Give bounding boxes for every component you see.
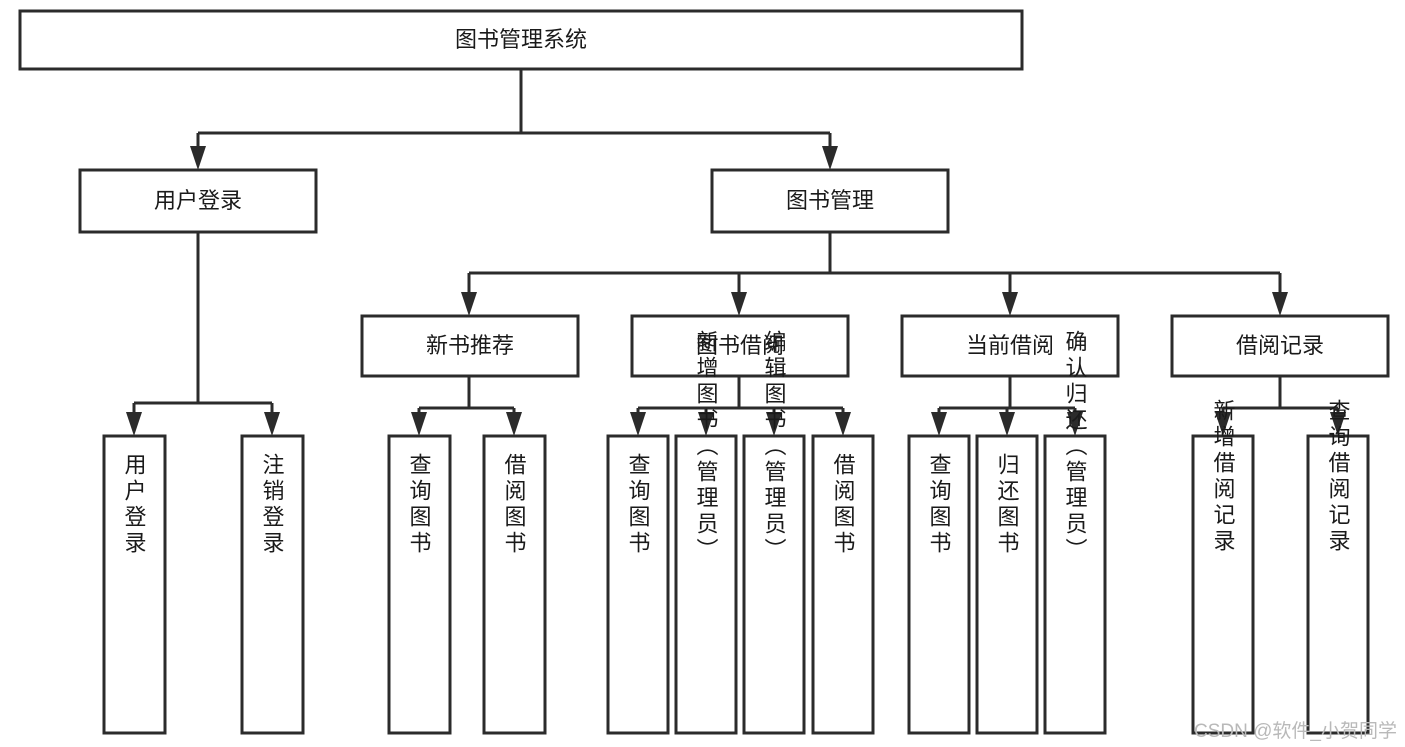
leaf-bb-add-book-admin[interactable]: 新增图书（管理员）: [674, 330, 738, 735]
node-borrow-record-label: 借阅记录: [1236, 333, 1324, 358]
leaf-logout[interactable]: 注销登录: [240, 434, 305, 735]
node-book-manage-label: 图书管理: [786, 188, 874, 213]
arrowhead-br-leaf-2: [1330, 412, 1346, 436]
connectors-borrow-record-to-leaves: [1215, 376, 1346, 436]
connectors-book-manage-to-level3: [461, 232, 1288, 316]
arrowhead-book-borrow: [731, 292, 747, 316]
node-root-system-label: 图书管理系统: [455, 27, 587, 52]
leaf-nb-borrow-book-box[interactable]: [482, 434, 547, 735]
node-root-system-box[interactable]: [18, 9, 1024, 71]
arrowhead-br-leaf-1: [1215, 412, 1231, 436]
node-borrow-record-box[interactable]: [1170, 314, 1390, 378]
leaf-bb-add-book-admin-box[interactable]: [674, 434, 738, 735]
leaf-nb-query-book-box[interactable]: [387, 434, 452, 735]
node-current-borrow[interactable]: 当前借阅: [900, 314, 1120, 378]
node-book-manage[interactable]: 图书管理: [710, 168, 950, 234]
arrowhead-borrow-record: [1272, 292, 1288, 316]
node-current-borrow-label: 当前借阅: [966, 333, 1054, 358]
leaf-bb-query-book[interactable]: 查询图书: [606, 434, 670, 735]
leaf-bb-query-book-label: 查询图书: [626, 453, 651, 557]
leaf-bb-query-book-box[interactable]: [606, 434, 670, 735]
leaf-bb-add-book-admin-label: 新增图书（管理员）: [694, 330, 719, 564]
connectors-new-book-to-leaves: [411, 376, 522, 436]
leaf-bb-edit-book-admin[interactable]: 编辑图书（管理员）: [742, 330, 806, 735]
arrowhead-bb-leaf-4: [835, 412, 851, 436]
leaf-user-login-box[interactable]: [102, 434, 167, 735]
arrowhead-cb-leaf-3: [1067, 412, 1083, 436]
leaf-cb-confirm-return-admin-label: 确认归还（管理员）: [1063, 330, 1088, 564]
node-new-book-recommend[interactable]: 新书推荐: [360, 314, 580, 378]
arrowhead-cb-leaf-2: [999, 412, 1015, 436]
leaf-br-query-record-label: 查询借阅记录: [1326, 399, 1351, 555]
node-book-borrow[interactable]: 图书借阅: [630, 314, 850, 378]
leaf-br-add-record-label: 新增借阅记录: [1211, 399, 1236, 555]
leaf-cb-return-book[interactable]: 归还图书: [975, 434, 1039, 735]
leaf-cb-return-book-box[interactable]: [975, 434, 1039, 735]
arrowhead-new-book: [461, 292, 477, 316]
leaf-bb-borrow-book[interactable]: 借阅图书: [811, 434, 875, 735]
node-user-login[interactable]: 用户登录: [78, 168, 318, 234]
leaf-bb-borrow-book-label: 借阅图书: [831, 453, 856, 557]
leaf-nb-borrow-book[interactable]: 借阅图书: [482, 434, 547, 735]
arrowhead-leaf-user-login: [126, 412, 142, 436]
leaf-cb-query-book-label: 查询图书: [927, 453, 952, 557]
node-new-book-recommend-box[interactable]: [360, 314, 580, 378]
arrowhead-cb-leaf-1: [931, 412, 947, 436]
node-new-book-recommend-label: 新书推荐: [426, 333, 514, 358]
leaf-br-query-record-box[interactable]: [1306, 434, 1370, 735]
connectors-current-borrow-to-leaves: [931, 376, 1083, 436]
leaf-cb-return-book-label: 归还图书: [995, 453, 1020, 557]
leaf-cb-query-book-box[interactable]: [907, 434, 971, 735]
leaf-nb-query-book-label: 查询图书: [407, 453, 432, 557]
arrowhead-nb-leaf-1: [411, 412, 427, 436]
node-book-borrow-box[interactable]: [630, 314, 850, 378]
leaf-bb-edit-book-admin-label: 编辑图书（管理员）: [762, 330, 787, 564]
node-book-manage-box[interactable]: [710, 168, 950, 234]
leaf-user-login-label: 用户登录: [122, 453, 147, 557]
arrowhead-bb-leaf-1: [630, 412, 646, 436]
node-borrow-record[interactable]: 借阅记录: [1170, 314, 1390, 378]
arrowhead-leaf-logout: [264, 412, 280, 436]
leaf-br-add-record-box[interactable]: [1191, 434, 1255, 735]
leaf-logout-label: 注销登录: [260, 453, 285, 557]
leaf-logout-box[interactable]: [240, 434, 305, 735]
leaf-cb-query-book[interactable]: 查询图书: [907, 434, 971, 735]
arrowhead-bb-leaf-2: [698, 412, 714, 436]
leaf-bb-edit-book-admin-box[interactable]: [742, 434, 806, 735]
node-user-login-box[interactable]: [78, 168, 318, 234]
node-current-borrow-box[interactable]: [900, 314, 1120, 378]
leaf-nb-borrow-book-label: 借阅图书: [502, 453, 527, 557]
leaf-bb-borrow-book-box[interactable]: [811, 434, 875, 735]
leaf-nb-query-book[interactable]: 查询图书: [387, 434, 452, 735]
connectors-root-to-level2: [190, 69, 838, 170]
leaf-cb-confirm-return-admin-box[interactable]: [1043, 434, 1107, 735]
leaf-br-query-record[interactable]: 查询借阅记录: [1306, 399, 1370, 735]
leaf-br-add-record[interactable]: 新增借阅记录: [1191, 399, 1255, 735]
node-user-login-label: 用户登录: [154, 188, 242, 213]
arrowhead-bb-leaf-3: [766, 412, 782, 436]
node-root-system[interactable]: 图书管理系统: [18, 9, 1024, 71]
leaf-user-login[interactable]: 用户登录: [102, 434, 167, 735]
connectors-user-login-to-leaves: [126, 232, 280, 436]
leaf-cb-confirm-return-admin[interactable]: 确认归还（管理员）: [1043, 330, 1107, 735]
arrowhead-book-manage: [822, 146, 838, 170]
arrowhead-nb-leaf-2: [506, 412, 522, 436]
arrowhead-current-borrow: [1002, 292, 1018, 316]
arrowhead-user-login: [190, 146, 206, 170]
node-book-borrow-label: 图书借阅: [696, 333, 784, 358]
connectors-book-borrow-to-leaves: [630, 376, 851, 436]
